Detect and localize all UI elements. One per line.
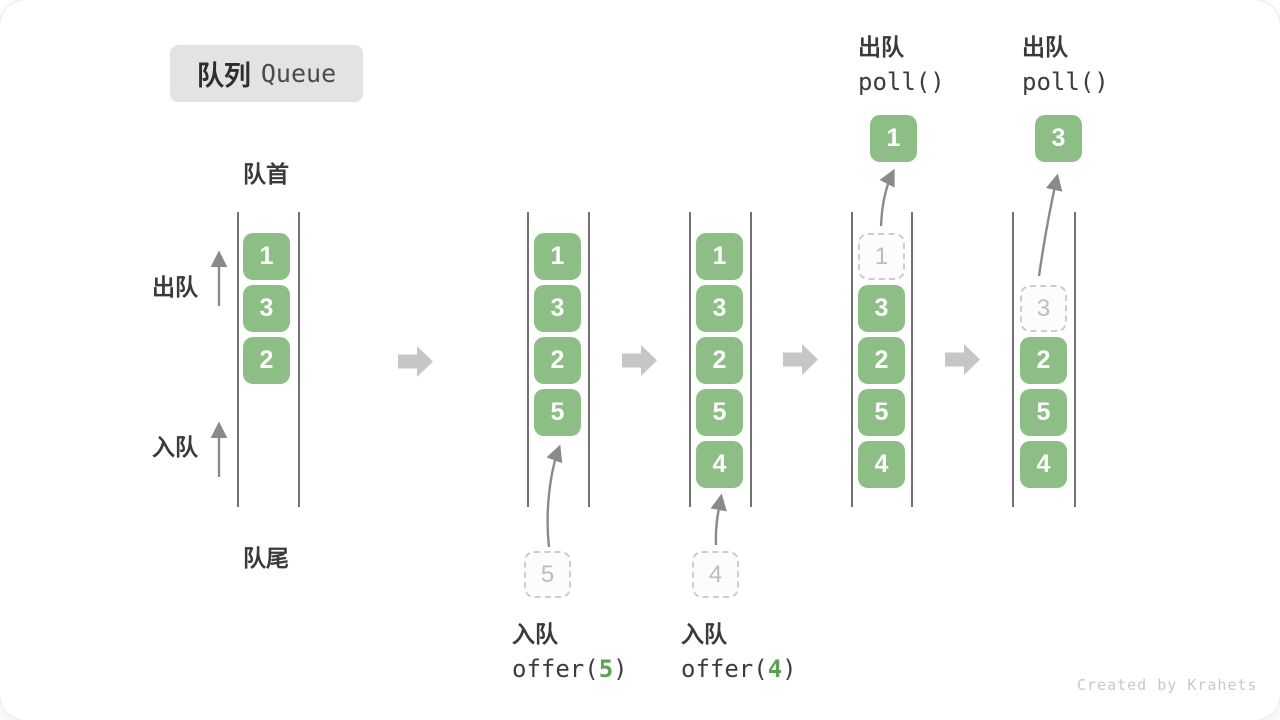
offer4-code-prefix: offer(	[681, 655, 768, 683]
queue3-item: 5	[696, 389, 743, 436]
label-enqueue: 入队	[152, 434, 198, 460]
queue4-item: 5	[858, 389, 905, 436]
label-queue-front: 队首	[243, 161, 289, 187]
block-arrow-1	[398, 346, 433, 377]
offer4-arrow	[710, 493, 727, 546]
queue2-item: 3	[534, 285, 581, 332]
queue5-ghost-item: 3	[1020, 285, 1067, 332]
offer4-caption-zh: 入队	[681, 621, 727, 647]
offer5-caption-code: offer(5)	[512, 652, 628, 687]
queue1-item: 3	[243, 285, 290, 332]
queue2-item: 1	[534, 233, 581, 280]
poll2-caption-code: poll()	[1022, 68, 1109, 96]
poll2-arrow	[1037, 173, 1063, 277]
queue3-item: 4	[696, 441, 743, 488]
poll1-caption: 出队 poll()	[858, 30, 945, 100]
offer5-caption: 入队 offer(5)	[512, 617, 628, 687]
block-arrow-3	[783, 344, 818, 375]
queue1-item: 2	[243, 337, 290, 384]
offer5-code-arg: 5	[598, 655, 614, 683]
poll1-arrow	[879, 168, 895, 227]
offer5-code-suffix: )	[613, 655, 628, 683]
offer5-arrow	[546, 444, 563, 548]
offer4-code-suffix: )	[782, 655, 797, 683]
queue2-item: 5	[534, 389, 581, 436]
queue4-item: 3	[858, 285, 905, 332]
queue2-item: 2	[534, 337, 581, 384]
offer4-code-arg: 4	[767, 655, 783, 683]
offer5-caption-zh: 入队	[512, 621, 558, 647]
queue2-pending-item: 5	[524, 551, 571, 598]
queue4-popped-item: 1	[870, 115, 917, 162]
queue3-item: 2	[696, 337, 743, 384]
block-arrow-2	[622, 345, 657, 376]
watermark: Created by Krahets	[1077, 676, 1258, 694]
title-zh: 队列	[196, 61, 251, 91]
queue1-item: 1	[243, 233, 290, 280]
queue5-item: 2	[1020, 337, 1067, 384]
queue3-item: 3	[696, 285, 743, 332]
poll2-caption-zh: 出队	[1022, 34, 1068, 60]
poll2-caption: 出队 poll()	[1022, 30, 1109, 100]
label-dequeue: 出队	[152, 274, 198, 300]
queue4-ghost-item: 1	[858, 233, 905, 280]
offer4-caption: 入队 offer(4)	[681, 617, 797, 687]
queue3-item: 1	[696, 233, 743, 280]
offer5-code-prefix: offer(	[512, 655, 599, 683]
poll1-caption-zh: 出队	[858, 34, 904, 60]
title-en: Queue	[260, 59, 337, 88]
queue5-popped-item: 3	[1035, 115, 1082, 162]
queue3-pending-item: 4	[692, 551, 739, 598]
queue4-item: 2	[858, 337, 905, 384]
offer4-caption-code: offer(4)	[681, 652, 797, 687]
queue5-item: 4	[1020, 441, 1067, 488]
block-arrow-4	[945, 344, 980, 375]
queue5-item: 5	[1020, 389, 1067, 436]
queue-walls	[237, 212, 1076, 507]
poll1-caption-code: poll()	[858, 68, 945, 96]
label-queue-rear: 队尾	[243, 545, 289, 571]
title-badge: 队列 Queue	[170, 45, 363, 102]
queue4-item: 4	[858, 441, 905, 488]
